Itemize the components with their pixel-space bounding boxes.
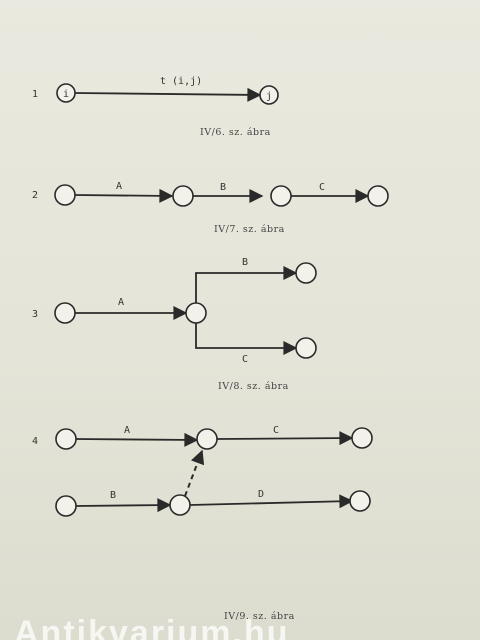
node — [349, 490, 371, 512]
figure-2: 2 A B C IV/7. sz. ábra — [32, 181, 389, 235]
edge-a — [74, 188, 174, 203]
node — [54, 184, 76, 206]
edge-label: B — [242, 257, 248, 268]
node — [270, 185, 292, 207]
dummy-activity — [184, 449, 205, 497]
node — [185, 302, 207, 324]
edge-b — [195, 266, 298, 303]
edge-label: B — [220, 182, 226, 193]
figure-number: 4 — [32, 436, 38, 447]
figure-1: 1 t (i,j) i j IV/6. sz. ábra — [32, 76, 279, 138]
node-label: i — [63, 89, 69, 100]
node — [54, 302, 76, 324]
figure-4: 4 A C B D IV/9. sz. ábra — [32, 425, 373, 622]
node-label: j — [266, 91, 272, 102]
node-i — [56, 83, 76, 103]
figure-caption: IV/8. sz. ábra — [218, 381, 289, 392]
edge-label: C — [319, 182, 325, 193]
node — [55, 495, 77, 517]
edge-c — [195, 322, 298, 355]
edge-label: A — [124, 425, 130, 436]
node — [196, 428, 218, 450]
edge-t-ij — [74, 87, 262, 102]
node — [172, 185, 194, 207]
edge-label: A — [116, 181, 122, 192]
figure-3: 3 A B C IV/8. sz. ábra — [32, 257, 317, 392]
watermark: Antikvarium.hu — [14, 618, 290, 640]
edge-d — [189, 494, 354, 509]
edge-label: A — [118, 297, 124, 308]
node — [295, 262, 317, 284]
figure-number: 2 — [32, 190, 38, 201]
node — [55, 428, 77, 450]
edge-label: C — [273, 425, 279, 436]
node — [367, 185, 389, 207]
edge-c — [216, 431, 354, 446]
edge-label: B — [110, 490, 116, 501]
edge-a — [74, 432, 199, 447]
edge-label: D — [258, 489, 264, 500]
figure-caption: IV/9. sz. ábra — [224, 611, 295, 622]
edge-b — [75, 498, 172, 513]
node-j — [259, 85, 279, 105]
node — [169, 494, 191, 516]
node — [351, 427, 373, 449]
node — [295, 337, 317, 359]
figure-caption: IV/7. sz. ábra — [214, 224, 285, 235]
edge-label: t (i,j) — [160, 76, 202, 87]
edge-label: C — [242, 354, 248, 365]
figure-caption: IV/6. sz. ábra — [200, 127, 271, 138]
figure-number: 3 — [32, 309, 38, 320]
figure-number: 1 — [32, 89, 38, 100]
